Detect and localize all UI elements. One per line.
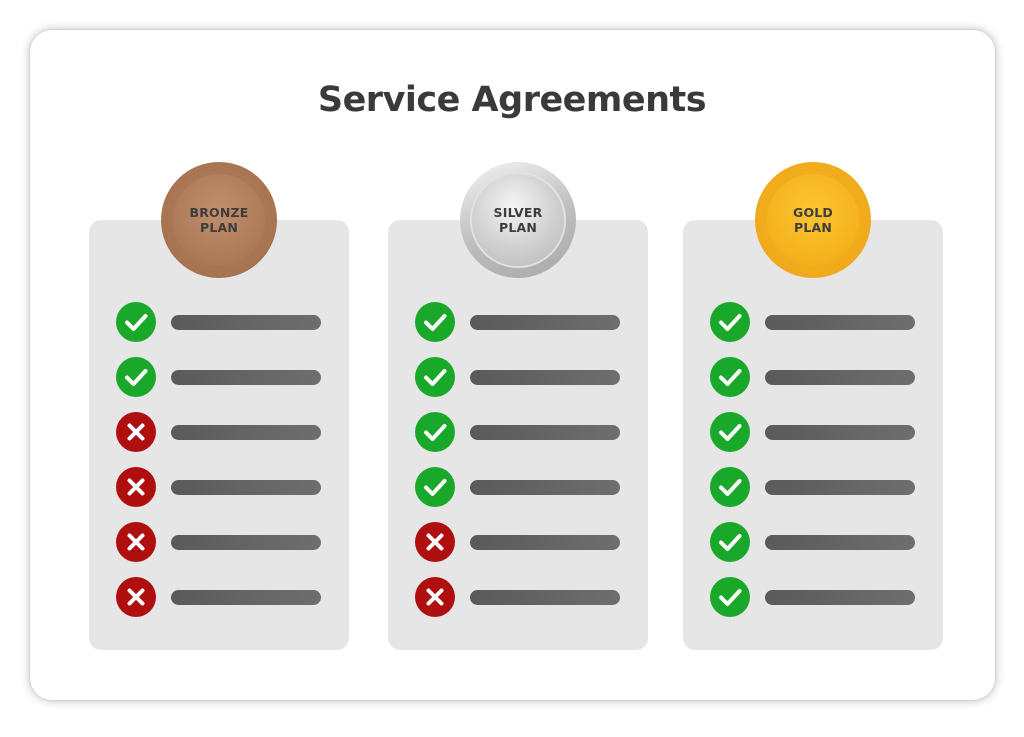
feature-placeholder-bar — [171, 590, 321, 605]
feature-row — [116, 522, 326, 562]
feature-placeholder-bar — [171, 425, 321, 440]
check-icon — [415, 302, 455, 342]
check-icon — [116, 302, 156, 342]
feature-row — [415, 522, 625, 562]
gold-plan-card: GOLD PLAN — [683, 162, 943, 650]
cross-icon — [116, 412, 156, 452]
feature-row — [415, 412, 625, 452]
plan-label: GOLD PLAN — [792, 205, 834, 235]
feature-placeholder-bar — [470, 535, 620, 550]
feature-placeholder-bar — [171, 535, 321, 550]
feature-row — [710, 302, 920, 342]
feature-placeholder-bar — [470, 590, 620, 605]
feature-row — [116, 357, 326, 397]
feature-placeholder-bar — [765, 480, 915, 495]
check-icon — [415, 412, 455, 452]
gold-medal-icon: GOLD PLAN — [755, 162, 871, 278]
feature-placeholder-bar — [765, 315, 915, 330]
feature-row — [710, 412, 920, 452]
check-icon — [116, 357, 156, 397]
plan-label: SILVER PLAN — [493, 205, 543, 235]
feature-placeholder-bar — [470, 370, 620, 385]
cross-icon — [116, 467, 156, 507]
feature-row — [415, 467, 625, 507]
check-icon — [710, 302, 750, 342]
feature-row — [415, 357, 625, 397]
feature-row — [415, 302, 625, 342]
silver-medal-icon: SILVER PLAN — [460, 162, 576, 278]
check-icon — [415, 357, 455, 397]
feature-placeholder-bar — [171, 480, 321, 495]
cross-icon — [415, 577, 455, 617]
plan-label: BRONZE PLAN — [189, 205, 249, 235]
check-icon — [710, 357, 750, 397]
feature-placeholder-bar — [470, 480, 620, 495]
bronze-plan-card: BRONZE PLAN — [89, 162, 349, 650]
feature-placeholder-bar — [470, 425, 620, 440]
check-icon — [710, 522, 750, 562]
check-icon — [415, 467, 455, 507]
cross-icon — [116, 522, 156, 562]
feature-row — [710, 357, 920, 397]
feature-row — [710, 577, 920, 617]
silver-plan-card: SILVER PLAN — [388, 162, 648, 650]
feature-row — [116, 577, 326, 617]
feature-placeholder-bar — [765, 535, 915, 550]
cross-icon — [415, 522, 455, 562]
feature-row — [116, 412, 326, 452]
cross-icon — [116, 577, 156, 617]
check-icon — [710, 412, 750, 452]
feature-row — [116, 302, 326, 342]
feature-row — [116, 467, 326, 507]
bronze-medal-icon: BRONZE PLAN — [161, 162, 277, 278]
feature-row — [710, 522, 920, 562]
feature-placeholder-bar — [765, 590, 915, 605]
feature-row — [415, 577, 625, 617]
check-icon — [710, 577, 750, 617]
feature-placeholder-bar — [765, 425, 915, 440]
feature-placeholder-bar — [470, 315, 620, 330]
feature-placeholder-bar — [171, 315, 321, 330]
feature-row — [710, 467, 920, 507]
check-icon — [710, 467, 750, 507]
page-title: Service Agreements — [317, 80, 707, 120]
feature-placeholder-bar — [765, 370, 915, 385]
feature-placeholder-bar — [171, 370, 321, 385]
